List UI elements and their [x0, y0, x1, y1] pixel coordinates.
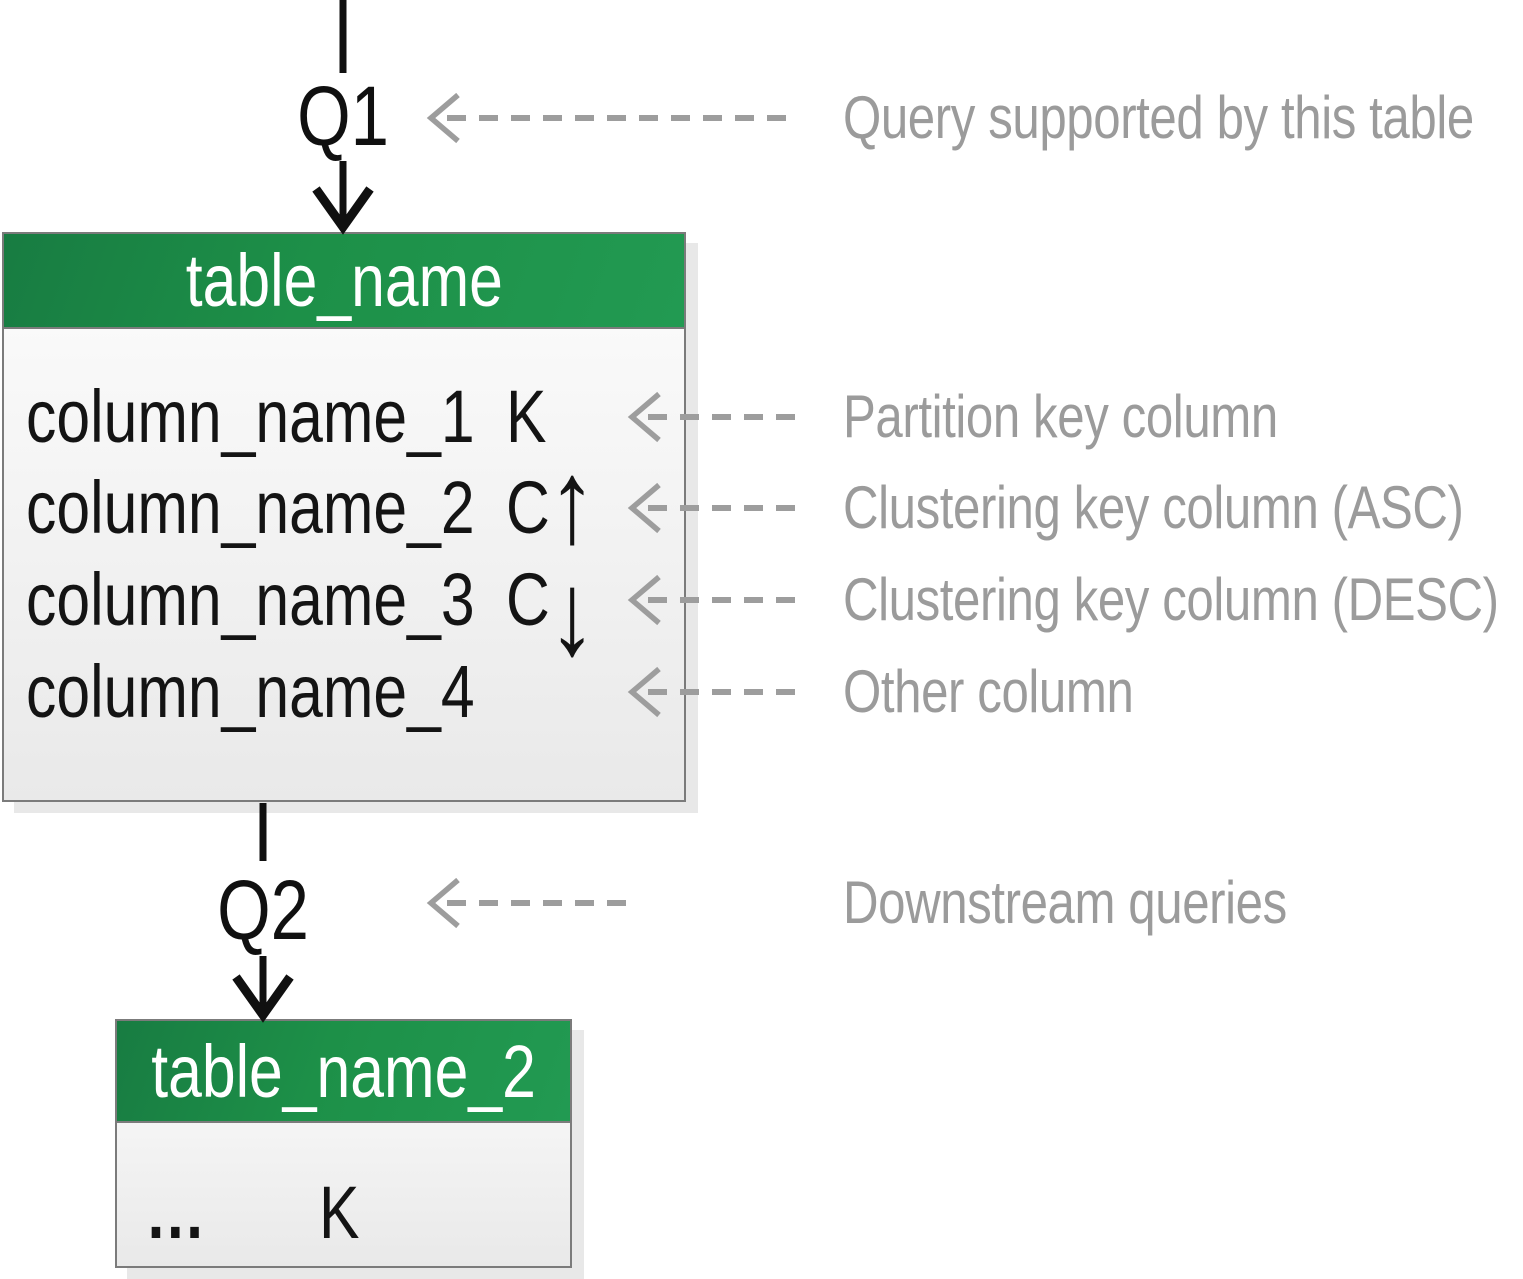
table-1-title: table_name — [185, 239, 503, 322]
annotation-text: Partition key column — [843, 383, 1278, 450]
ascending-arrow-icon: ↑ — [548, 436, 597, 568]
table-row: column_name_3 C ↓ — [4, 555, 684, 673]
table-row: column_name_2 C ↑ — [4, 443, 684, 561]
annotation-other-column: Other column — [843, 657, 1197, 727]
q2-annotation-arrow-icon — [426, 877, 630, 929]
q2-label: Q2 — [203, 868, 323, 952]
key-symbol: C — [506, 466, 550, 549]
annotation-text: Clustering key column (ASC) — [843, 474, 1464, 541]
annotation-partition-key: Partition key column — [843, 382, 1373, 452]
annotation-text: Downstream queries — [843, 869, 1287, 936]
column-name: column_name_3 — [26, 558, 475, 641]
ellipsis-columns: … — [145, 1171, 206, 1254]
annotation-clustering-desc: Clustering key column (DESC) — [843, 565, 1523, 635]
annotation-clustering-asc: Clustering key column (ASC) — [843, 473, 1523, 543]
key-symbol: C — [506, 558, 550, 641]
descending-arrow-icon: ↓ — [548, 548, 597, 680]
table-1: table_name column_name_1 K column_name_2… — [2, 232, 686, 802]
annotation-downstream-queries: Downstream queries — [843, 868, 1384, 938]
table-row: … K — [117, 1168, 570, 1258]
table-2-title: table_name_2 — [151, 1029, 536, 1113]
q2-label-text: Q2 — [217, 863, 309, 957]
column-name: column_name_2 — [26, 466, 475, 549]
key-symbol: K — [506, 375, 547, 458]
table-2-header: table_name_2 — [117, 1021, 570, 1123]
q1-label-text: Q1 — [297, 69, 389, 163]
table-1-header: table_name — [4, 234, 684, 329]
q1-label: Q1 — [283, 74, 403, 158]
column-name: column_name_1 — [26, 375, 475, 458]
table-row: column_name_1 K — [4, 372, 684, 462]
annotation-text: Query supported by this table — [843, 84, 1474, 151]
column-name: column_name_4 — [26, 650, 475, 733]
key-symbol: K — [319, 1171, 360, 1254]
annotation-text: Other column — [843, 658, 1134, 725]
annotation-query-supported: Query supported by this table — [843, 83, 1523, 153]
table-2: table_name_2 … K — [115, 1019, 572, 1268]
q1-annotation-arrow-icon — [426, 92, 797, 144]
table-row: column_name_4 — [4, 647, 684, 737]
annotation-text: Clustering key column (DESC) — [843, 566, 1499, 633]
